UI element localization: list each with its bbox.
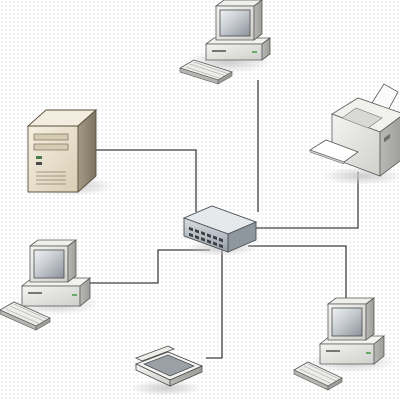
cable-to-right-computer [248, 245, 347, 300]
network-switch-icon [182, 205, 258, 256]
connections [90, 80, 359, 359]
desktop-computer-icon [0, 239, 100, 331]
desktop-computer-icon [179, 0, 272, 85]
cable-to-printer [254, 172, 359, 229]
cable-to-left-computer [90, 249, 210, 284]
cable-to-scanner [206, 247, 223, 359]
printer-icon [309, 83, 400, 185]
cable-to-server [96, 149, 197, 212]
desktop-computer-icon [293, 297, 396, 391]
tower-server-icon [26, 108, 114, 196]
scanner-icon [130, 345, 204, 396]
